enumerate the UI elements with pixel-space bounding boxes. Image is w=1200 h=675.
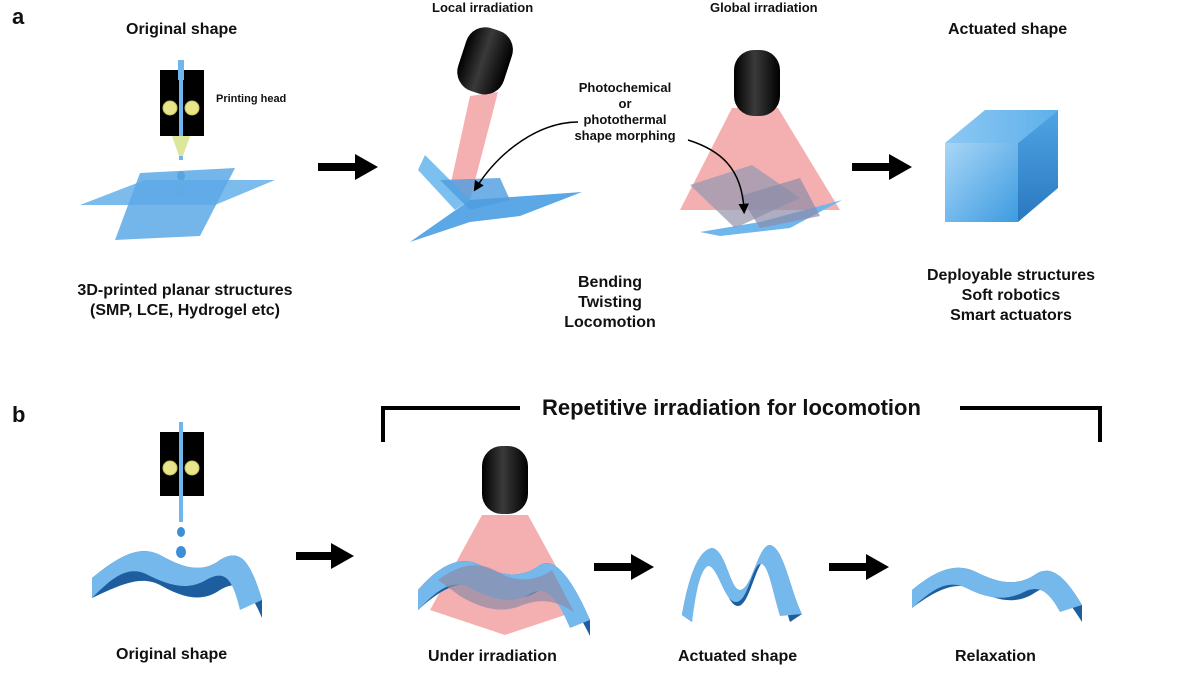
title-local-irradiation: Local irradiation xyxy=(432,0,534,15)
panel-a-label: a xyxy=(12,4,25,29)
morphing-note-line: shape morphing xyxy=(574,128,676,143)
printed-structures-caption: 3D-printed planar structures (SMP, LCE, … xyxy=(60,281,310,321)
global-irradiation-scene xyxy=(680,50,842,236)
title-actuated-shape: Actuated shape xyxy=(948,21,1068,38)
morphing-note-line: Photochemical xyxy=(578,80,672,95)
arrow-b3 xyxy=(829,554,889,580)
arrow-a1 xyxy=(318,154,378,180)
stage-original: Original shape xyxy=(116,646,228,663)
wavy-strip-relaxed xyxy=(912,567,1082,622)
wavy-strip-original xyxy=(92,551,262,618)
stage-relaxation: Relaxation xyxy=(955,648,1036,665)
application-item: Deployable structures xyxy=(926,267,1096,284)
application-item: Soft robotics xyxy=(961,287,1061,304)
cross-sheet-original xyxy=(80,168,275,240)
printing-head-label: Printing head xyxy=(216,93,287,105)
caption-line: 3D-printed planar structures xyxy=(77,282,293,299)
morphing-note-line: or xyxy=(618,96,632,111)
m-strip-actuated xyxy=(682,545,802,622)
actuated-cube xyxy=(945,110,1058,222)
under-irradiation-scene xyxy=(418,446,590,636)
application-item: Smart actuators xyxy=(950,307,1072,324)
printing-head-b xyxy=(160,422,204,558)
arrow-b1 xyxy=(296,543,354,569)
arrow-b2 xyxy=(594,554,654,580)
motion-item: Locomotion xyxy=(564,314,656,331)
bracket-title: Repetitive irradiation for locomotion xyxy=(542,395,921,420)
morphing-note-line: photothermal xyxy=(583,112,667,127)
caption-line: (SMP, LCE, Hydrogel etc) xyxy=(90,302,280,319)
morphing-note: Photochemical or photothermal shape morp… xyxy=(565,80,685,144)
stage-under-irradiation: Under irradiation xyxy=(428,648,557,665)
bracket xyxy=(381,406,1102,442)
applications-caption: Deployable structures Soft robotics Smar… xyxy=(906,266,1116,326)
panel-b-label: b xyxy=(12,402,26,427)
title-global-irradiation: Global irradiation xyxy=(710,0,818,15)
stage-actuated: Actuated shape xyxy=(678,648,798,665)
arrow-a2 xyxy=(852,154,912,180)
motion-item: Twisting xyxy=(578,294,642,311)
local-irradiation-scene xyxy=(410,27,582,242)
title-original-shape: Original shape xyxy=(126,21,238,38)
motion-item: Bending xyxy=(578,274,642,291)
motions-caption: Bending Twisting Locomotion xyxy=(540,273,680,333)
